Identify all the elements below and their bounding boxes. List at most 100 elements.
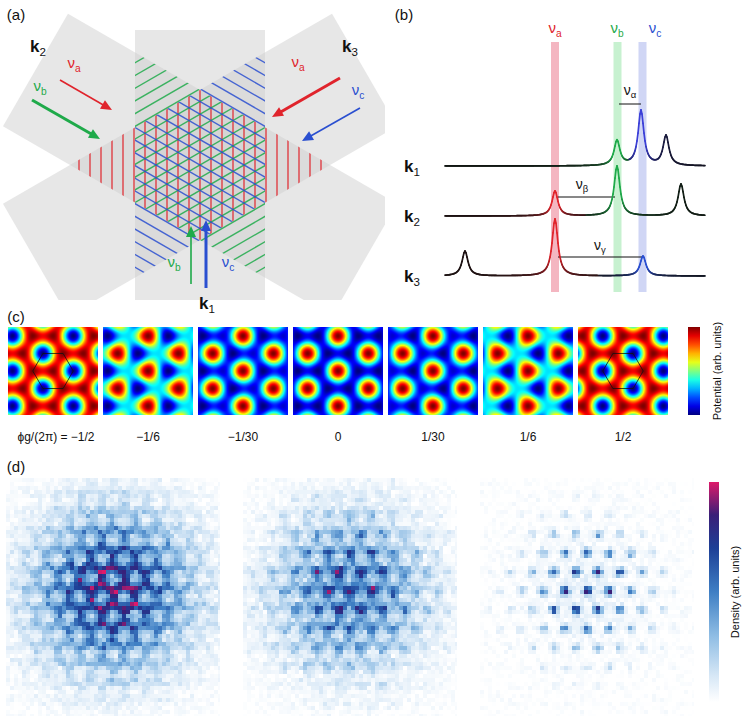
spectrum-segment — [663, 214, 664, 216]
spectrum-segment — [497, 215, 498, 217]
interference-fringe — [0, 129, 385, 300]
spectrum-segment — [524, 215, 525, 217]
spectrum-segment — [679, 163, 680, 165]
spectrum-segment — [482, 274, 483, 276]
spectrum-segment — [588, 274, 589, 276]
spectrum-segment — [629, 158, 630, 160]
spectrum-segment — [518, 274, 519, 276]
frequency-label: νc — [352, 82, 365, 97]
spectrum-segment — [701, 275, 702, 277]
spectrum-segment — [607, 275, 608, 277]
spectrum-segment — [447, 165, 448, 167]
frequency-label: νa — [548, 20, 561, 35]
spectrum-segment — [492, 165, 493, 167]
arrow-head — [272, 107, 284, 117]
spectrum-segment — [509, 215, 510, 217]
spectrum-segment — [471, 215, 472, 217]
spectrum-segment — [521, 165, 522, 167]
spectrum-segment — [564, 268, 565, 269]
spectrum-segment — [694, 275, 695, 277]
spectrum-segment — [639, 114, 640, 123]
interference-fringe — [188, 0, 189, 300]
spectrum-segment — [519, 215, 520, 217]
phase-value: 0 — [335, 431, 342, 443]
spectrum-trace — [445, 110, 705, 166]
spectrum-segment — [664, 213, 665, 215]
fringe-group — [0, 0, 385, 300]
spectrum-segment — [451, 273, 452, 275]
interference-fringe — [210, 0, 211, 300]
spectrum-segment — [702, 214, 703, 216]
spectrum-segment — [652, 272, 653, 274]
spectrum-segment — [511, 215, 512, 217]
spectrum-segment — [486, 165, 487, 167]
spectrum-segment — [686, 164, 687, 166]
label-subscript: b — [41, 86, 47, 97]
spectrum-segment — [524, 165, 525, 167]
spectrum-segment — [695, 213, 696, 215]
spectrum-segment — [652, 214, 653, 216]
spectrum-segment — [669, 212, 670, 214]
phase-value: 1/6 — [520, 431, 537, 443]
spectrum-segment — [542, 271, 543, 273]
spectrum-segment — [538, 214, 539, 216]
wave-vector: k3 — [342, 38, 358, 55]
spectrum-segment — [549, 165, 550, 167]
spectrum-segment — [702, 165, 703, 167]
spectrum-segment — [567, 271, 568, 273]
spectrum-segment — [578, 274, 579, 276]
label-subscript: a — [75, 63, 81, 74]
spectrum-segment — [481, 215, 482, 217]
spectrum-segment — [475, 272, 476, 274]
spectrum-segment — [567, 165, 568, 167]
spectrum-segment — [699, 275, 700, 277]
interference-fringe — [33, 196, 385, 300]
spectrum-segment — [628, 210, 629, 212]
spectrum-segment — [485, 215, 486, 217]
interference-fringe — [276, 0, 277, 300]
label-subscript: 2 — [414, 216, 420, 228]
spectrum-segment — [639, 214, 640, 216]
label-subscript: γ — [601, 244, 606, 255]
spectrum-segment — [692, 164, 693, 166]
spectrum-segment — [656, 274, 657, 276]
label-base: ν — [610, 19, 618, 36]
interference-fringe — [133, 0, 134, 300]
interference-fringe — [0, 0, 385, 173]
spectrum-segment — [649, 271, 650, 272]
spectrum-segment — [494, 165, 495, 167]
beam-panel — [0, 0, 385, 300]
spectrum-segment — [642, 256, 643, 258]
spectrum-segment — [699, 165, 700, 167]
spectrum-segment — [488, 215, 489, 217]
spectrum-segment — [536, 273, 537, 275]
spectrum-segment — [665, 213, 666, 215]
spectrum-segment — [517, 275, 518, 277]
spectrum-segment — [697, 275, 698, 277]
spectrum-segment — [604, 163, 605, 165]
spectrum-segment — [517, 215, 518, 217]
spectrum-segment — [698, 165, 699, 167]
spectrum-segment — [519, 274, 520, 276]
spectrum-segment — [484, 165, 485, 167]
spectrum-segment — [611, 275, 612, 277]
spectrum-segment — [701, 214, 702, 216]
spectrum-segment — [574, 273, 575, 275]
frequency-label: νb — [33, 78, 46, 93]
frequency-difference — [558, 197, 615, 198]
spectrum-segment — [506, 275, 507, 277]
potential-map — [103, 327, 193, 415]
label-subscript: 3 — [352, 46, 358, 58]
spectrum-segment — [673, 275, 674, 277]
spectrum-segment — [560, 165, 561, 167]
spectrum-segment — [651, 157, 652, 159]
spectrum-segment — [579, 165, 580, 167]
interference-fringe — [265, 0, 266, 300]
interference-fringe — [0, 129, 385, 300]
spectrum-segment — [657, 274, 658, 276]
interference-fringe — [5, 148, 385, 300]
spectrum-segment — [471, 165, 472, 167]
spectrum-segment — [570, 214, 571, 216]
spectrum-segment — [503, 165, 504, 167]
spectrum-segment — [677, 275, 678, 277]
